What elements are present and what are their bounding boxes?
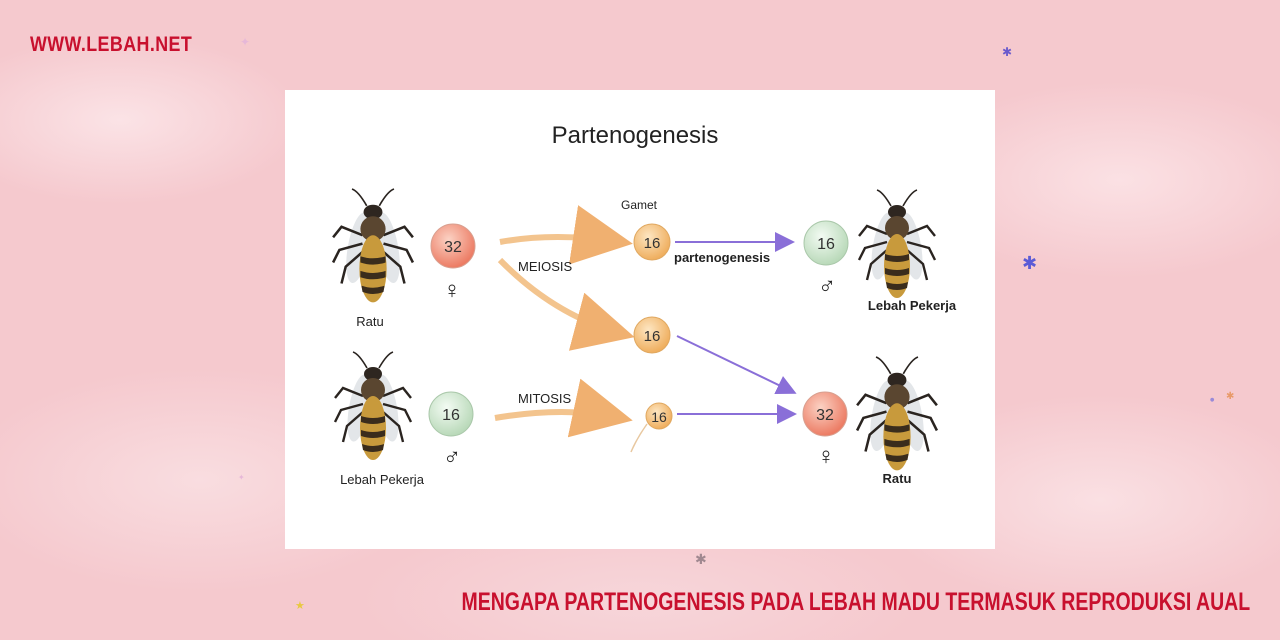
worker-left-label: Lebah Pekerja [340,472,425,487]
bee-icon [855,355,939,472]
star-icon: ✱ [1226,391,1235,402]
offspring-worker-cell: 16 [803,220,849,266]
star-icon: ✱ [1002,45,1013,59]
star-icon: ✱ [695,552,707,568]
star-icon: ✱ [1022,253,1038,274]
queen-left-label: Ratu [356,314,383,329]
star-icon: ✦ [238,473,245,482]
meiosis-arrow-top [499,205,633,265]
female-symbol-icon: ♀ [817,443,835,470]
bee-icon [331,187,415,304]
bee-icon [857,188,937,300]
worker-left-cell: 16 [428,391,474,437]
gamete-egg-cell: 16 [633,316,671,354]
diagram-title: Partenogenesis [552,122,719,149]
fertilization-arrow-egg [676,335,797,395]
gamete-sperm-chromosomes: 16 [651,409,667,425]
partenogenesis-diagram: Partenogenesis Ratu Lebah Pekerja Lebah … [331,122,957,487]
female-symbol-icon: ♀ [443,277,461,304]
worker-left-chromosomes: 16 [442,407,460,424]
gamete-top-chromosomes: 16 [644,235,661,252]
meiosis-label: MEIOSIS [518,259,573,274]
male-symbol-icon: ♂ [443,444,461,471]
queen-left-chromosomes: 32 [444,239,462,256]
gamete-sperm-cell: 16 [630,402,673,453]
mitosis-arrow [494,378,633,438]
gamete-top-cell: 16 [633,223,671,261]
bee-icon [333,350,413,462]
diagram-card: Partenogenesis Ratu Lebah Pekerja Lebah … [285,90,995,549]
gamet-label: Gamet [621,198,658,212]
queen-left-cell: 32 [430,223,476,269]
mitosis-label: MITOSIS [518,391,572,406]
male-symbol-icon: ♂ [818,273,836,300]
partenogenesis-label: partenogenesis [674,250,770,265]
offspring-queen-cell: 32 [802,391,848,437]
star-icon: ✦ [240,35,251,49]
offspring-queen-chromosomes: 32 [816,407,834,424]
meiosis-arrow-bottom [497,257,635,351]
site-logo[interactable]: WWW.LEBAH.NET [30,33,193,56]
article-headline: MENGAPA PARTENOGENESIS PADA LEBAH MADU T… [461,588,1250,616]
offspring-worker-label: Lebah Pekerja [868,298,957,313]
star-icon: ★ [295,599,305,612]
gamete-egg-chromosomes: 16 [644,328,661,345]
offspring-queen-label: Ratu [883,471,912,486]
offspring-worker-chromosomes: 16 [817,236,835,253]
star-icon: ● [1210,397,1215,403]
